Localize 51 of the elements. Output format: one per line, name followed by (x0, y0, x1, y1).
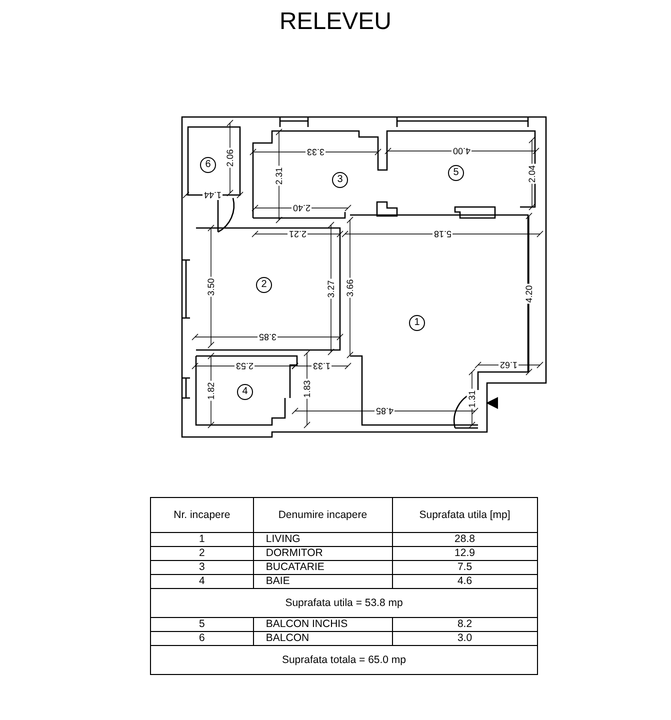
dimension-text: 5.18 (432, 229, 452, 239)
table-cell: 2 (150, 546, 254, 560)
drawing-title: RELEVEU (278, 8, 393, 36)
dimension-text: 3.50 (206, 276, 216, 296)
dimension-text: 1.44 (203, 190, 223, 200)
total-cell: Suprafata totala = 65.0 mp (150, 646, 538, 674)
room-number: 6 (200, 157, 216, 173)
table-cell: 6 (150, 632, 254, 646)
table-cell: LIVING (253, 532, 392, 546)
dimension-text: 3.27 (326, 278, 336, 298)
table-cell: 12.9 (392, 546, 538, 560)
table-cell: 4 (150, 574, 254, 588)
table-cell: 28.8 (392, 532, 538, 546)
dimension-text: 3.66 (344, 278, 355, 298)
dimension-text: 4.85 (375, 406, 395, 416)
dimension-text: 2.06 (224, 148, 235, 168)
header-cell: Denumire incapere (253, 498, 392, 532)
dimension-text: 4.00 (452, 146, 472, 156)
dimension-text: 1.83 (302, 379, 312, 399)
table-cell: 7.5 (392, 560, 538, 574)
table-cell: 5 (150, 618, 254, 632)
table-cell: BAIE (253, 574, 392, 588)
dimension-text: 2.31 (274, 166, 284, 186)
table-cell: BUCATARIE (253, 560, 392, 574)
table-cell: DORMITOR (253, 546, 392, 560)
dimension-text: 4.20 (524, 284, 534, 304)
total-cell: Suprafata utila = 53.8 mp (150, 588, 538, 618)
room-number: 1 (409, 315, 425, 331)
room-number: 4 (237, 384, 253, 400)
header-cell: Suprafata utila [mp] (392, 498, 538, 532)
dimension-text: 1.82 (206, 380, 216, 400)
dimension-text: 2.40 (292, 203, 312, 213)
dimension-text: 3.33 (306, 147, 326, 157)
table-cell: BALCON (253, 632, 392, 646)
table-cell: 4.6 (392, 574, 538, 588)
table-cell: 8.2 (392, 618, 538, 632)
room-number: 2 (256, 277, 272, 293)
room-number: 3 (332, 172, 348, 188)
room-number: 5 (448, 165, 464, 181)
table-cell: 3.0 (392, 632, 538, 646)
header-cell: Nr. incapere (150, 498, 254, 532)
dimension-text: 2.21 (288, 229, 308, 239)
dimension-text: 1.62 (499, 360, 519, 370)
table-cell: 3 (150, 560, 254, 574)
dimension-text: 1.33 (312, 361, 332, 371)
dimension-text: 3.85 (258, 332, 278, 342)
dimension-text: 2.53 (235, 361, 255, 371)
table-cell: BALCON INCHIS (253, 618, 392, 632)
dimension-text: 1.31 (466, 388, 477, 408)
table-cell: 1 (150, 532, 254, 546)
dimension-text: 2.04 (526, 164, 537, 184)
